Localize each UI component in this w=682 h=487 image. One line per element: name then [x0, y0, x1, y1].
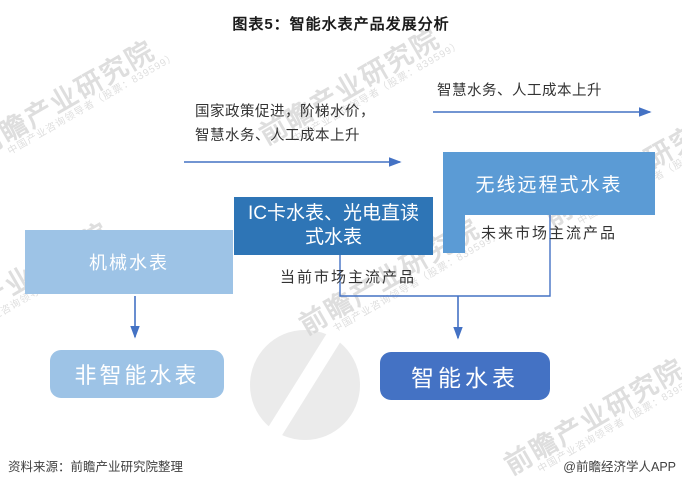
label-current-mainstream: 当前市场主流产品: [279, 269, 416, 286]
watermark-sub: 中国产业咨询领导者（股票：839599）: [6, 51, 180, 158]
annotation-top-right: 智慧水务、人工成本上升: [437, 83, 602, 99]
box-mechanical-meter-label: 机械水表: [89, 253, 169, 273]
footer-brand: @前瞻经济学人APP: [563, 460, 676, 474]
box-smart-meter: 智能水表: [380, 352, 550, 400]
watermark-main: 前瞻产业研究院: [0, 35, 161, 163]
box-smart-meter-label: 智能水表: [411, 365, 519, 391]
box-wireless-meter-label: 无线远程式水表: [475, 175, 623, 196]
chart-title: 图表5：智能水表产品发展分析: [232, 16, 450, 33]
box-ic-card-meter-line1: IC卡水表、光电直读: [247, 203, 419, 224]
watermark-logo-slash: [262, 325, 346, 445]
annotation-left: 国家政策促进，阶梯水价， 智慧水务、人工成本上升: [195, 100, 375, 148]
footer-source: 资料来源：前瞻产业研究院整理: [8, 460, 184, 474]
box-wireless-meter: 无线远程式水表: [443, 152, 655, 215]
annotation-left-line1: 国家政策促进，阶梯水价，: [195, 104, 375, 120]
watermark-logo-circle: [250, 325, 360, 445]
box-non-smart-meter: 非智能水表: [50, 350, 224, 398]
watermark-text: 前瞻产业研究院 中国产业咨询领导者（股票：839599）: [0, 28, 179, 171]
box-mechanical-meter: 机械水表: [25, 230, 233, 294]
annotation-left-line2: 智慧水务、人工成本上升: [195, 128, 360, 144]
box-non-smart-meter-label: 非智能水表: [74, 363, 200, 388]
staircase-step-rect: [443, 208, 465, 253]
label-future-mainstream: 未来市场主流产品: [480, 225, 617, 242]
box-ic-card-meter-line2: 式水表: [304, 227, 362, 248]
box-ic-card-meter: IC卡水表、光电直读 式水表: [234, 197, 433, 255]
